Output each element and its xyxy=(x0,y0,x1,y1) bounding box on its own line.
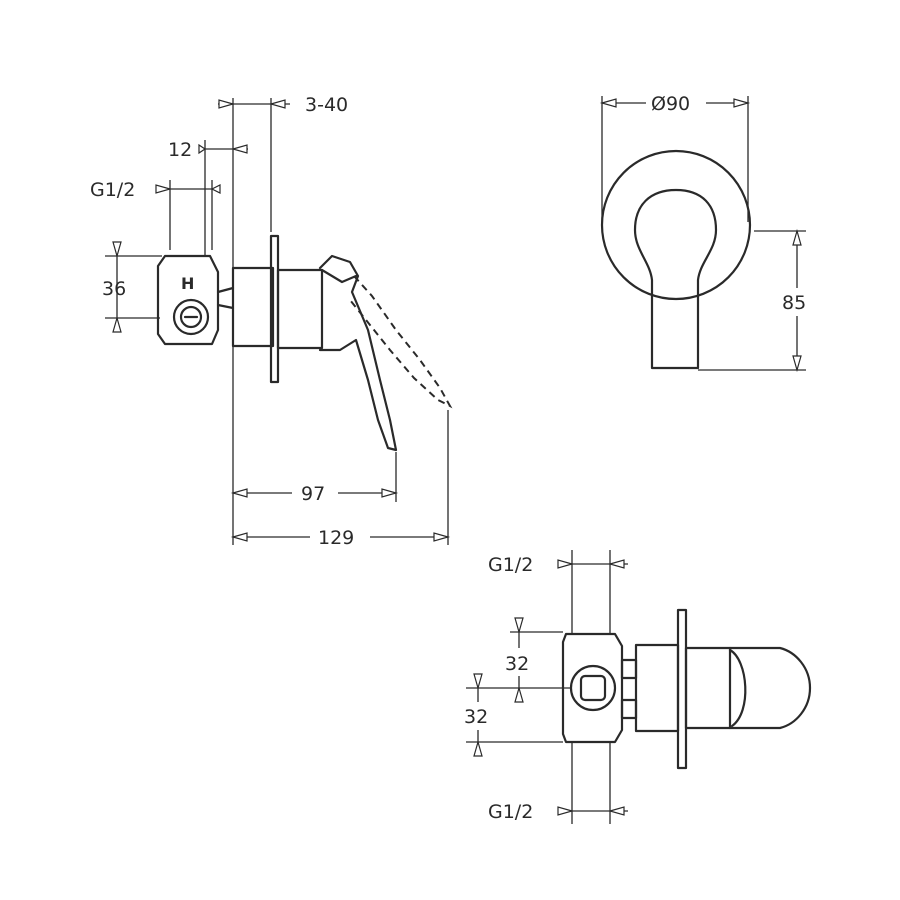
dim-label-97: 97 xyxy=(301,483,325,505)
side-view: H 3-40 12 xyxy=(90,94,453,550)
dim-arrow-g12-top-b xyxy=(607,559,625,569)
inlet-circle-inner xyxy=(179,305,203,329)
dim-label-32-upper: 32 xyxy=(505,653,529,675)
dim-label-d90-bg xyxy=(646,90,706,116)
dim-arrow-129-a xyxy=(230,532,248,542)
dim-label-d90: Ø90 xyxy=(651,93,690,115)
housing-connector xyxy=(216,286,235,310)
dim-label-g12-bottom: G1/2 xyxy=(488,801,533,823)
dim-arrow-g12-bottom-b xyxy=(607,806,625,816)
dim-label-32-lower-bg xyxy=(460,702,500,730)
dim-arrow-36-a xyxy=(112,241,122,259)
top-connector-lower xyxy=(620,698,638,720)
inlet-circle-outer xyxy=(172,298,210,336)
dim-arrow-12-a xyxy=(198,143,207,155)
dim-label-32-lower: 32 xyxy=(464,706,488,728)
top-spindle xyxy=(684,646,732,730)
dim-label-129-bg xyxy=(310,524,370,550)
dim-arrow-d90-a xyxy=(599,98,617,108)
dim-arrow-85-b xyxy=(792,355,802,373)
top-inlet-hex xyxy=(579,674,607,702)
dim-label-g12-top: G1/2 xyxy=(488,554,533,576)
dim-label-129: 129 xyxy=(318,527,354,549)
top-rosette-plate xyxy=(676,608,688,770)
dim-arrow-32-lower-a xyxy=(473,673,483,691)
dim-arrow-85-a xyxy=(792,228,802,246)
dim-arrow-12-b xyxy=(230,144,248,154)
dim-arrow-3-40-b xyxy=(268,99,286,109)
front-view: Ø90 85 xyxy=(599,90,816,373)
dim-label-12: 12 xyxy=(168,139,192,161)
top-inlet-outer xyxy=(569,664,617,712)
dim-arrow-g12-side-a xyxy=(155,184,173,194)
dim-label-97-bg xyxy=(292,480,338,506)
dim-arrow-32-upper-a xyxy=(514,617,524,635)
dim-arrow-g12-side-b xyxy=(210,184,221,194)
top-view: G1/2 32 32 G1/2 xyxy=(460,550,812,824)
dim-arrow-g12-bottom-a xyxy=(557,806,575,816)
top-cartridge xyxy=(634,643,680,733)
dim-arrow-97-b xyxy=(381,488,399,498)
top-lever-inner xyxy=(728,648,747,728)
dim-label-g12-side: G1/2 xyxy=(90,179,135,201)
dim-arrow-3-40-a xyxy=(218,99,236,109)
spindle-body xyxy=(276,268,324,350)
top-lever xyxy=(728,646,812,730)
dim-label-3-40: 3-40 xyxy=(305,94,348,116)
lever-cap xyxy=(320,268,358,284)
dim-arrow-36-b xyxy=(112,315,122,333)
hot-marker: H xyxy=(181,274,194,293)
dim-arrow-129-b xyxy=(433,532,451,542)
lever-solid xyxy=(318,254,398,452)
lever-dashed xyxy=(349,275,453,409)
dim-label-85: 85 xyxy=(782,292,806,314)
top-connector-upper xyxy=(620,658,638,680)
dim-label-85-bg xyxy=(778,288,816,316)
dim-arrow-97-a xyxy=(230,488,248,498)
dim-label-36: 36 xyxy=(102,278,126,300)
dim-label-32-upper-bg xyxy=(500,648,540,676)
top-body-block xyxy=(561,632,624,744)
lever-front xyxy=(633,188,718,370)
valve-body xyxy=(156,254,220,346)
dim-arrow-g12-top-a xyxy=(557,559,575,569)
rosette-circle xyxy=(600,149,752,301)
dim-arrow-32-upper-b xyxy=(514,685,524,703)
cartridge-housing xyxy=(231,266,275,348)
dim-arrow-d90-b xyxy=(733,98,751,108)
dim-arrow-32-lower-b xyxy=(473,739,483,757)
